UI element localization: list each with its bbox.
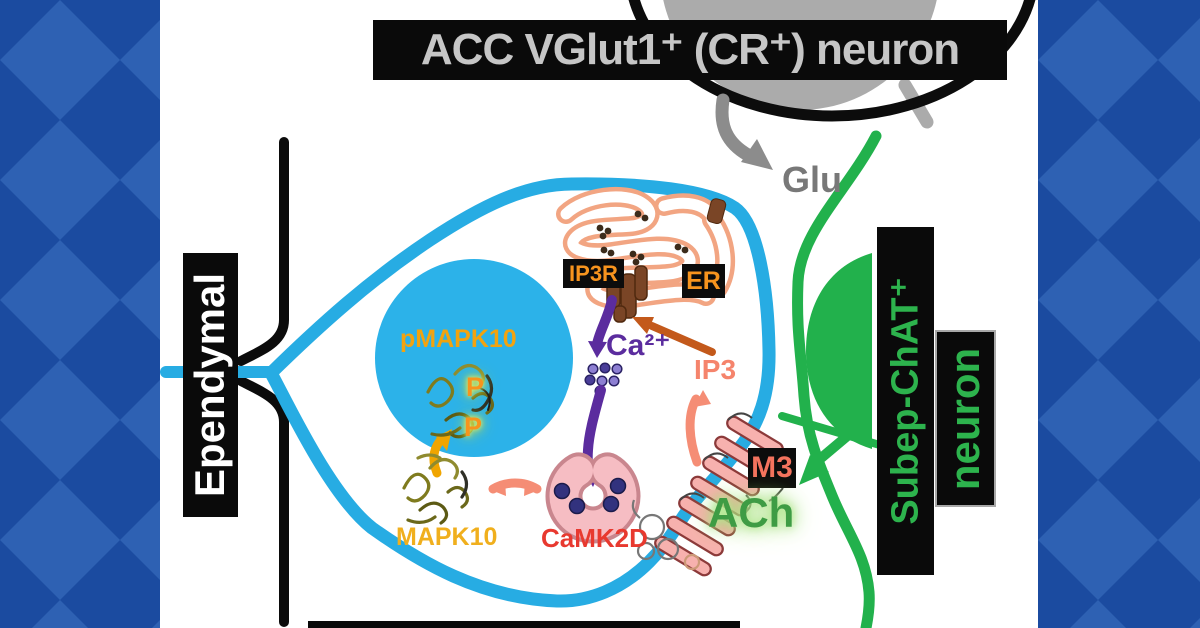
subep-chat-label-text: Subep-ChAT⁺ bbox=[884, 277, 927, 525]
er-calcium-stores bbox=[596, 210, 689, 266]
title-banner: ACC VGlut1⁺ (CR⁺) neuron bbox=[373, 20, 1007, 80]
camk2d-label: CaMK2D bbox=[541, 523, 648, 553]
ip3r-label: IP3R bbox=[563, 259, 624, 288]
subep-chat-neuron bbox=[778, 130, 894, 628]
acc-neuron-outline bbox=[628, 0, 1036, 122]
camk2d-protein bbox=[545, 452, 641, 544]
ependymal-label: Ependymal bbox=[183, 253, 238, 517]
ca2-label: Ca²⁺ bbox=[606, 329, 671, 362]
phospho-p-badge: P bbox=[464, 412, 483, 442]
ip3-label: IP3 bbox=[694, 354, 737, 385]
m3-to-ip3-arrow bbox=[685, 390, 711, 467]
glu-label: Glu bbox=[782, 159, 842, 200]
subep-neuron-label-text: neuron bbox=[941, 347, 989, 490]
mapk10-ribbon bbox=[402, 453, 469, 525]
subep-chat-label: Subep-ChAT⁺ bbox=[877, 227, 934, 575]
right-pattern-border bbox=[1038, 0, 1200, 628]
pmapk10-ribbon bbox=[426, 363, 494, 439]
mapk10-camk2d-arrow bbox=[488, 478, 542, 496]
ependymal-wall bbox=[236, 137, 289, 627]
glu-release-arrow bbox=[715, 93, 773, 170]
bottom-caption-bar bbox=[308, 621, 740, 628]
er-label: ER bbox=[682, 264, 725, 298]
er-membranes bbox=[556, 186, 736, 309]
left-pattern-border bbox=[0, 0, 160, 628]
mapk10-label: MAPK10 bbox=[396, 523, 498, 551]
pmapk10-label: pMAPK10 bbox=[400, 325, 517, 353]
ependymal-label-text: Ependymal bbox=[186, 272, 234, 498]
ca-release-arrow bbox=[588, 295, 617, 358]
subep-neuron-label: neuron bbox=[935, 330, 996, 507]
cell-nucleus bbox=[375, 259, 573, 457]
ach-release-arrow bbox=[799, 422, 863, 485]
m3-label: M3 bbox=[748, 448, 796, 488]
m3-receptor-helices bbox=[654, 412, 784, 577]
ach-label: ACh bbox=[708, 489, 795, 536]
phospho-p-badge: P bbox=[466, 372, 485, 402]
ip3-to-ip3r-arrow bbox=[632, 317, 716, 356]
g-protein-squiggle bbox=[631, 499, 701, 571]
er-channel-icon bbox=[706, 198, 727, 225]
chat-soma bbox=[806, 253, 872, 449]
